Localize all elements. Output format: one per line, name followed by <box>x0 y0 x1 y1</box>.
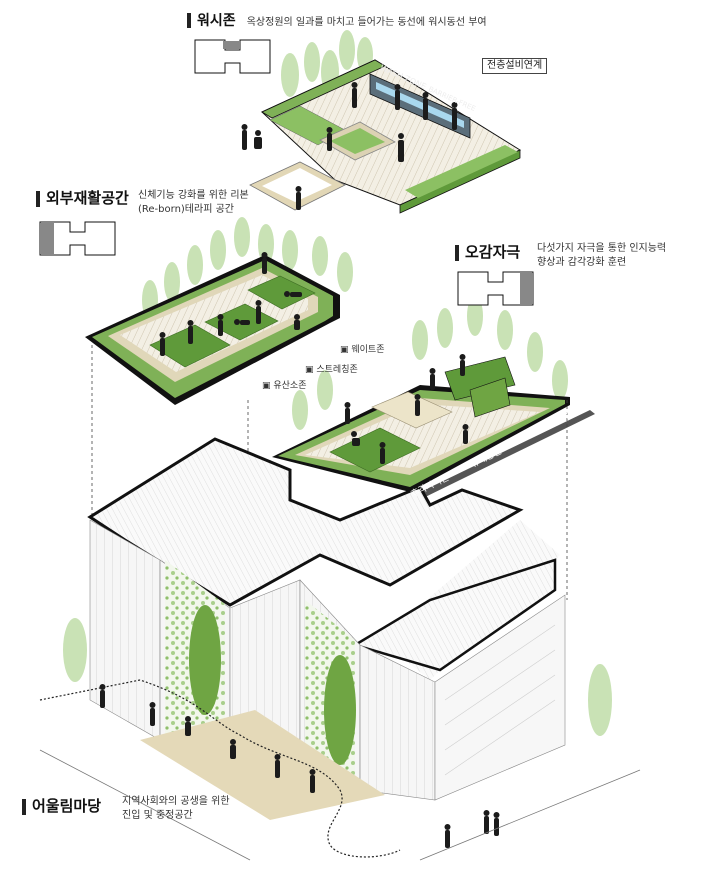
sense-heading: 오감자극 <box>455 244 520 261</box>
sense-title: 오감자극 <box>465 243 521 261</box>
detached-planter <box>249 161 346 211</box>
zone-aerobic-label: ▣ 유산소존 <box>262 381 307 391</box>
sense-desc-2: 향상과 감각강화 훈련 <box>537 257 627 268</box>
wash-zone-desc: 옥상정원의 일과를 마치고 들어가는 동선에 워시동선 부여 <box>246 17 487 28</box>
yard-desc-2: 진입 및 중정공간 <box>122 810 193 821</box>
plan-icon-sense <box>457 271 534 306</box>
yard-desc-1: 지역사회와의 공생을 위한 <box>122 796 230 807</box>
zone-weight-text: 웨이트존 <box>351 345 385 355</box>
zone-stretch-text: 스트레칭존 <box>316 365 358 375</box>
site-path <box>39 679 401 858</box>
zone-stretch-label: ▣ 스트레칭존 <box>305 365 358 375</box>
plan-icon-wash <box>194 39 271 74</box>
wash-tag: 전층설비연계 <box>482 58 548 74</box>
rehab-people <box>159 252 302 356</box>
yard-heading: 어울림마당 <box>22 798 101 815</box>
rehab-heading: 외부재활공간 <box>36 190 129 207</box>
wash-people <box>241 82 458 210</box>
rehab-desc-1: 신체기능 강화를 위한 리본 <box>138 190 249 201</box>
background-trees <box>142 30 568 430</box>
street-people <box>99 684 500 848</box>
sense-desc-1: 다섯가지 자극을 통한 인지능력 <box>537 243 667 254</box>
main-building <box>87 437 566 820</box>
wash-zone-terrace <box>261 59 522 214</box>
sense-people <box>344 354 469 464</box>
zone-aerobic-text: 유산소존 <box>273 381 307 391</box>
plan-icon-rehab <box>39 221 116 256</box>
rehab-desc-2: (Re-born)테라피 공간 <box>138 204 234 215</box>
sense-terrace <box>272 356 595 502</box>
zone-weight-label: ▣ 웨이트존 <box>340 345 385 355</box>
wash-zone-heading: 워시존 옥상정원의 일과를 마치고 들어가는 동선에 워시동선 부여 <box>187 12 487 28</box>
street-trees <box>63 618 612 736</box>
wash-zone-title: 워시존 <box>197 13 236 29</box>
street-edge <box>39 749 641 861</box>
rehab-title: 외부재활공간 <box>46 189 129 207</box>
yard-title: 어울림마당 <box>32 797 102 815</box>
